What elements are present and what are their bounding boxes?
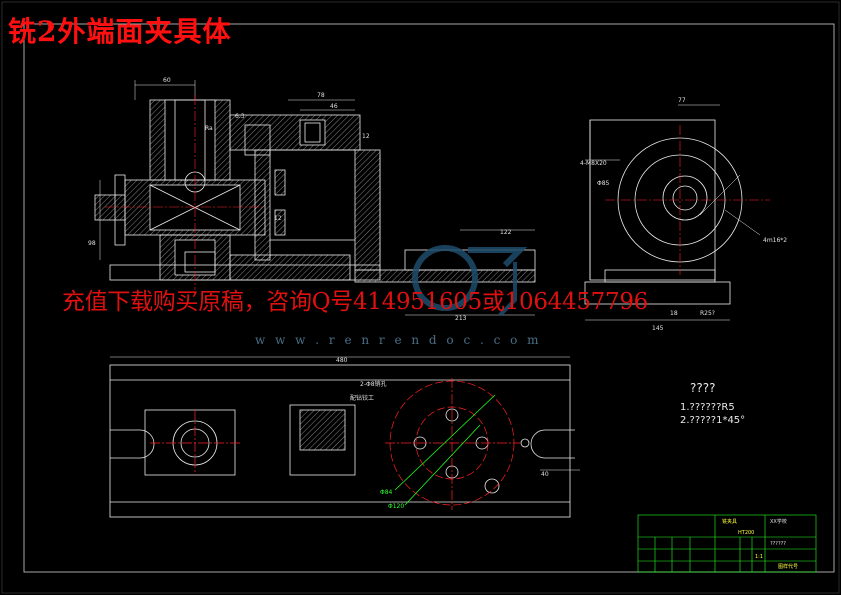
front-section-view: [94, 80, 536, 316]
dim-side-4m: 4m16*2: [763, 237, 787, 244]
dim-front-12: 12: [274, 215, 282, 222]
dim-plan-40: 40: [541, 471, 549, 478]
plan-green-leaders: [394, 394, 496, 506]
tb-scale: 1:1: [755, 554, 763, 560]
side-centerlines: [605, 125, 770, 275]
label-plan-2: 2-Φ8销孔: [360, 380, 387, 388]
dim-plan-outer: Φ120: [388, 503, 404, 510]
dim-plan-inner: Φ84: [380, 489, 393, 496]
drawing-title: 铣2外端面夹具体: [8, 15, 232, 48]
dim-base-width: 213: [455, 315, 467, 322]
dim-base-122: 122: [500, 229, 512, 236]
dim-front-12b: 12: [362, 133, 370, 140]
dim-front-width: 60: [163, 77, 171, 84]
dim-side-77: 77: [678, 97, 686, 104]
technical-notes: ???? 1.??????R5 2.?????1*45°: [680, 382, 745, 427]
watermark-url: w w w . r e n r e n d o c . c o m: [255, 333, 542, 347]
plan-red-circles: [150, 378, 520, 510]
dim-plan-width: 480: [336, 357, 348, 364]
dim-front-46: 46: [330, 103, 338, 110]
front-centerlines: [105, 95, 265, 290]
label-plan-1: 配钻铰工: [350, 394, 374, 402]
tb-name: 铣夹具: [722, 518, 737, 525]
dim-side-bottom: 145: [652, 325, 664, 332]
dim-front-height: 98: [88, 240, 96, 247]
tb-drawing-no: ??????: [770, 541, 786, 547]
title-block: [637, 514, 817, 573]
notes-line-2: 2.?????1*45°: [680, 415, 746, 426]
dim-side-rad: R25?: [700, 310, 715, 317]
tb-material: HT200: [738, 530, 754, 536]
tb-sheet: 图样代号: [778, 563, 798, 570]
watermark-logo: [412, 245, 528, 317]
dim-side-dia: Φ85: [597, 180, 610, 187]
notes-heading: ????: [690, 381, 716, 395]
tb-company: XX学校: [770, 518, 787, 525]
notes-line-1: 1.??????R5: [680, 402, 735, 413]
plan-view: [109, 356, 580, 518]
drawing-border: [23, 23, 835, 573]
watermark-text: 充值下载购买原稿，咨询Q号414951605或1064457796: [62, 289, 648, 315]
dim-front-ra: Ra: [205, 125, 213, 132]
dim-side-thread: 4-M8X20: [580, 160, 607, 167]
dim-front-top: 78: [317, 92, 325, 99]
dim-front-ra2: 6.3: [235, 113, 245, 120]
dim-side-18: 18: [670, 310, 678, 317]
